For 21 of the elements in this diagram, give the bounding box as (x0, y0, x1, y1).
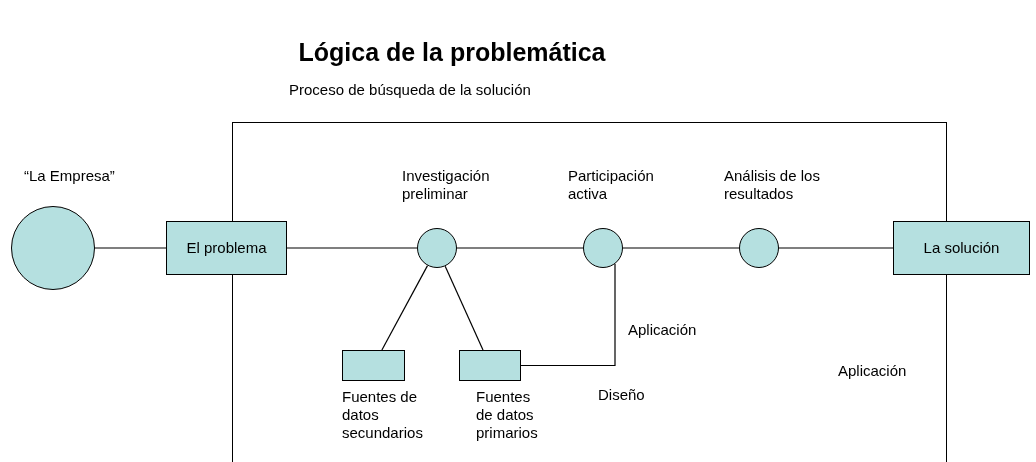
connector-line (286, 247, 418, 249)
connector-line (622, 247, 740, 249)
node-label: Análisis de los resultados (724, 167, 821, 203)
connector-line (444, 265, 484, 351)
node-label: Investigación preliminar (402, 167, 491, 203)
process-box: El problema (166, 221, 287, 275)
connector-line (520, 263, 616, 367)
connector-line (456, 247, 584, 249)
connector-line (94, 247, 167, 249)
node-label: Fuentes de datos primarios (476, 388, 539, 442)
process-box: La solución (893, 221, 1030, 275)
connector-line (381, 265, 429, 351)
note-label: Aplicación (628, 321, 697, 339)
node-label: Participación activa (568, 167, 655, 203)
note-label: Aplicación (838, 362, 907, 380)
diagram-title: Lógica de la problemática (297, 38, 607, 67)
node-label: “La Empresa” (24, 167, 116, 185)
note-label: Diseño (598, 386, 645, 404)
connector-line (778, 247, 894, 249)
node-label: Fuentes de datos secundarios (342, 388, 424, 442)
frame-title: Proceso de búsqueda de la solución (289, 81, 531, 99)
